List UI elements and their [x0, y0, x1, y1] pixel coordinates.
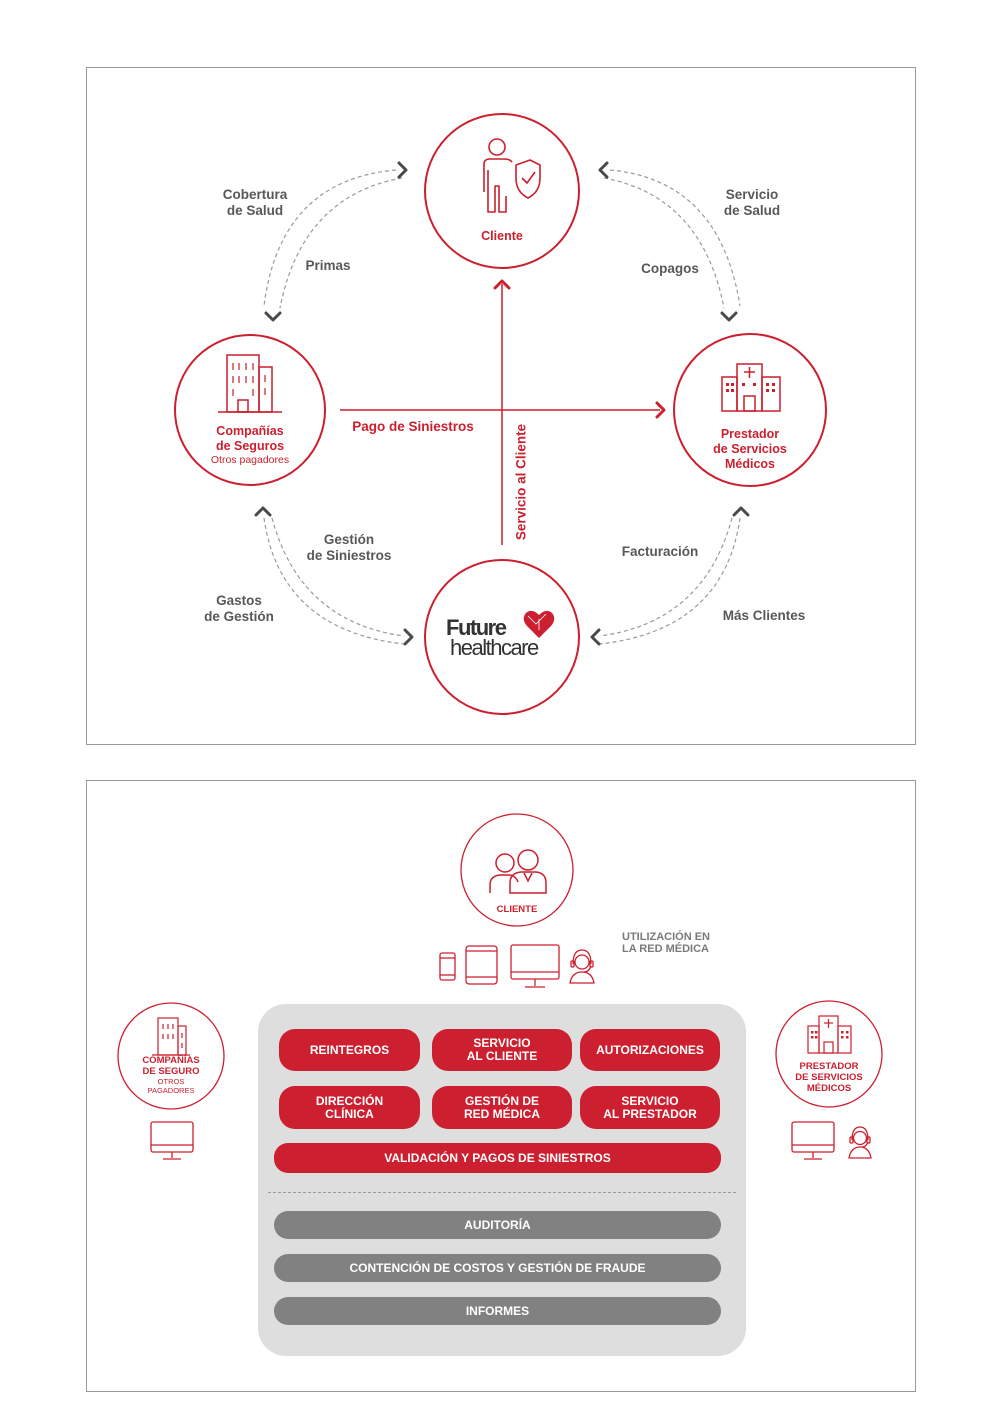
curve-servicio-salud [609, 169, 741, 307]
chevron-down-icon [720, 311, 738, 322]
utilizacion-label: UTILIZACIÓN EN LA RED MÉDICA [622, 931, 710, 955]
future-healthcare-logo: Future healthcare [446, 616, 558, 664]
service-direccion-clinica: DIRECCIÓN CLÍNICA [279, 1086, 420, 1129]
companias-label: Compañías de Seguros [215, 424, 285, 453]
logo-future-text: Future [446, 615, 507, 640]
heart-logo-icon [523, 610, 555, 638]
red-flows [340, 284, 660, 545]
service-validacion-pagos: VALIDACIÓN Y PAGOS DE SINIESTROS [274, 1143, 721, 1173]
chevron-up-icon [254, 506, 272, 517]
flow-label-servicio-cliente: Servicio al Cliente [513, 423, 529, 541]
service-servicio-cliente: SERVICIO AL CLIENTE [432, 1029, 572, 1071]
building-icon [218, 354, 282, 413]
curve-mas-clientes [599, 517, 733, 637]
curve-primas [279, 177, 403, 309]
cliente-small-label: CLIENTE [496, 904, 538, 915]
curve-gastos [271, 517, 405, 637]
person-shield-icon [483, 138, 541, 213]
prestador-circle [673, 333, 827, 487]
companias-small-label: COMPAÑÍAS DE SEGURO [142, 1055, 200, 1077]
companias-sublabel: Otros pagadores [210, 454, 290, 466]
prestador-label: Prestador de Servicios Médicos [713, 427, 787, 471]
hospital-icon [721, 363, 781, 412]
logo-healthcare-text: healthcare [450, 635, 539, 660]
flow-label-facturacion: Facturación [621, 544, 699, 559]
chevron-down-icon [264, 311, 282, 322]
flow-curves [263, 169, 741, 645]
service-autorizaciones: AUTORIZACIONES [580, 1029, 720, 1071]
flow-label-pago-siniestros: Pago de Siniestros [352, 419, 474, 434]
flow-label-mas-clientes: Más Clientes [722, 608, 806, 623]
companias-small-sublabel: OTROS PAGADORES [147, 1077, 195, 1095]
curve-gestion [263, 517, 405, 645]
cliente-circle [424, 113, 580, 269]
service-informes: INFORMES [274, 1297, 721, 1325]
chevron-up-icon [493, 279, 511, 290]
chevron-right-icon [403, 628, 414, 646]
curve-copagos [603, 177, 725, 309]
curve-cobertura [263, 169, 397, 307]
prestador-small-label: PRESTADOR DE SERVICIOS MÉDICOS [795, 1061, 863, 1094]
service-reintegros: REINTEGROS [279, 1029, 420, 1071]
service-servicio-prestador: SERVICIO AL PRESTADOR [580, 1086, 720, 1129]
flow-label-gastos-gestion: Gastos de Gestión [204, 593, 274, 624]
chevron-left-icon [598, 161, 609, 179]
flow-label-servicio-salud: Servicio de Salud [723, 187, 781, 218]
chevron-right-icon [655, 401, 666, 419]
cliente-label: Cliente [481, 229, 523, 243]
flow-chevrons [254, 161, 750, 646]
service-contencion-costos: CONTENCIÓN DE COSTOS Y GESTIÓN DE FRAUDE [274, 1254, 721, 1282]
section-divider [268, 1192, 736, 1193]
curve-facturacion [599, 517, 741, 645]
flow-label-copagos: Copagos [641, 261, 699, 276]
flow-label-gestion-siniestros: Gestión de Siniestros [306, 532, 392, 563]
chevron-up-icon [732, 506, 750, 517]
service-auditoria: AUDITORÍA [274, 1211, 721, 1239]
chevron-right-icon [397, 161, 408, 179]
future-circle [424, 559, 580, 715]
flow-label-primas: Primas [305, 258, 351, 273]
node-circles [174, 113, 827, 715]
chevron-left-icon [590, 628, 601, 646]
service-gestion-red-medica: GESTIÓN DE RED MÉDICA [432, 1086, 572, 1129]
flow-label-cobertura: Cobertura de Salud [222, 187, 288, 218]
companias-circle [174, 334, 326, 486]
